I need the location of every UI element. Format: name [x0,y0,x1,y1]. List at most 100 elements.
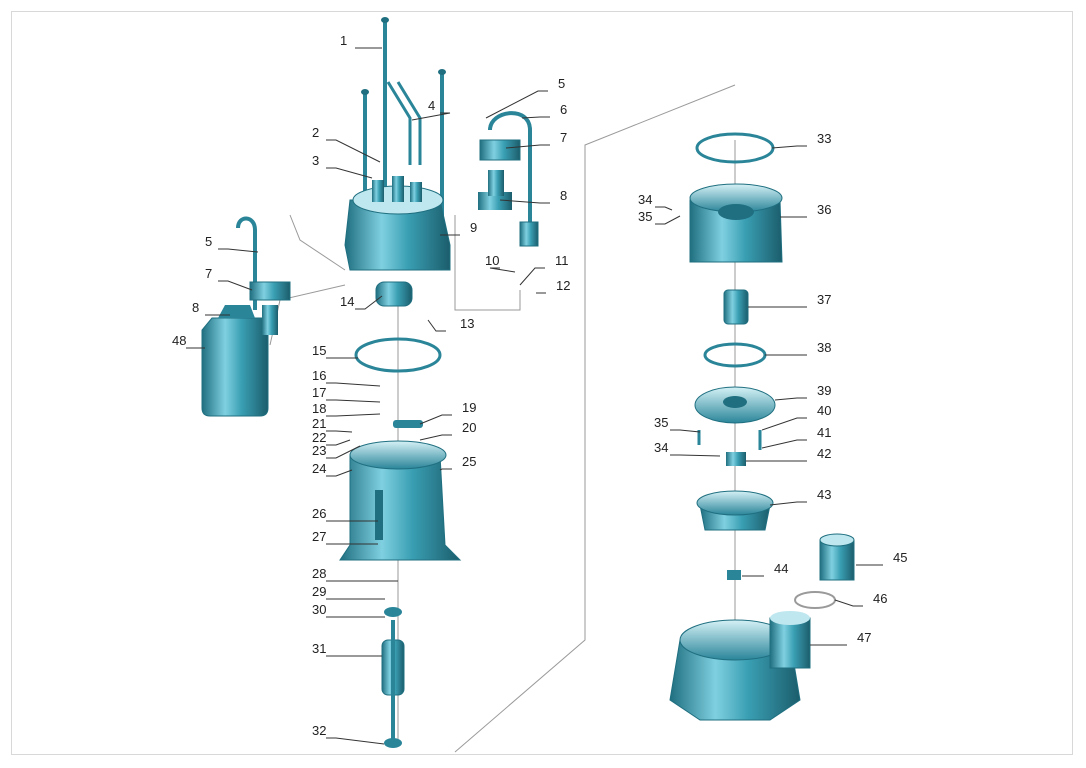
leader-line [655,206,673,211]
leader-line [326,430,353,433]
part-number-label: 20 [462,420,476,435]
part-gasket-46 [794,591,836,609]
leader-line [521,116,550,119]
leader-line [774,397,807,401]
part-number-label: 48 [172,333,186,348]
leader-line [326,439,351,446]
part-motor-cover [344,176,451,271]
leader-line [505,144,550,149]
leader-line [489,267,516,273]
leader-line [419,434,452,441]
part-seal-plate [694,386,776,424]
leader-line [326,167,373,179]
leader-line [419,414,452,425]
leader-line [326,469,353,477]
leader-line [411,112,451,121]
leader-line [519,267,545,286]
leader-line [771,145,807,149]
part-number-label: 35 [638,209,652,224]
part-mechanical-seal [723,289,749,325]
part-pump-housing [669,611,811,721]
leader-line [326,399,381,403]
part-number-label: 3 [312,153,319,168]
leader-line [761,439,807,449]
leader-line [761,417,807,431]
part-number-label: 8 [560,188,567,203]
leader-line [670,429,701,433]
part-number-label: 23 [312,443,326,458]
part-number-label: 25 [462,454,476,469]
part-cable-clamp [386,81,422,165]
part-number-label: 11 [555,253,569,268]
part-number-label: 21 [312,416,326,431]
part-number-label: 31 [312,641,326,656]
leader-line [670,454,721,457]
part-outlet-fitting [819,533,855,581]
part-number-label: 9 [470,220,477,235]
part-number-label: 42 [817,446,831,461]
part-number-label: 5 [205,234,212,249]
part-number-label: 18 [312,401,326,416]
part-number-label: 7 [560,130,567,145]
part-number-label: 19 [462,400,476,415]
part-number-label: 34 [654,440,668,455]
part-number-label: 5 [558,76,565,91]
leader-line [439,468,452,471]
part-number-label: 40 [817,403,831,418]
part-number-label: 7 [205,266,212,281]
leader-line [326,445,361,459]
leader-line [655,215,681,225]
part-number-label: 16 [312,368,326,383]
part-number-label: 36 [817,202,831,217]
part-rotor-shaft [381,607,405,748]
part-number-label: 46 [873,591,887,606]
part-impeller [696,490,774,531]
part-number-label: 37 [817,292,831,307]
part-number-label: 17 [312,385,326,400]
part-bolts-small [697,430,762,466]
leader-line [218,280,253,291]
part-number-label: 35 [654,415,668,430]
part-motor-housing [339,420,462,561]
part-number-label: 38 [817,340,831,355]
part-number-label: 22 [312,430,326,445]
part-o-ring-15 [354,337,442,373]
leader-lines [186,47,883,745]
part-number-label: 1 [340,33,347,48]
part-number-label: 39 [817,383,831,398]
leader-line [834,599,863,607]
leader-line [485,90,548,119]
leader-line [326,413,381,417]
part-number-label: 43 [817,487,831,502]
part-number-label: 6 [560,102,567,117]
part-number-label: 13 [460,316,474,331]
part-number-label: 10 [485,253,499,268]
part-number-label: 14 [340,294,354,309]
part-number-label: 34 [638,192,652,207]
leader-line [326,737,385,745]
part-number-label: 44 [774,561,788,576]
part-number-label: 2 [312,125,319,140]
part-power-cable-plug [478,111,539,247]
part-pump-cover [689,183,783,263]
part-number-label: 27 [312,529,326,544]
part-number-label: 33 [817,131,831,146]
part-float-switch [201,216,291,417]
part-number-label: 41 [817,425,831,440]
part-number-label: 29 [312,584,326,599]
part-number-label: 47 [857,630,871,645]
leader-line [218,248,259,253]
part-number-label: 30 [312,602,326,617]
leader-line [427,319,446,332]
part-impeller-nut [727,570,741,580]
part-number-label: 15 [312,343,326,358]
diagram-frame [11,11,1073,755]
part-number-label: 28 [312,566,326,581]
part-number-label: 8 [192,300,199,315]
leader-line [769,501,807,506]
part-number-label: 45 [893,550,907,565]
part-number-label: 12 [556,278,570,293]
leader-line [499,199,550,204]
